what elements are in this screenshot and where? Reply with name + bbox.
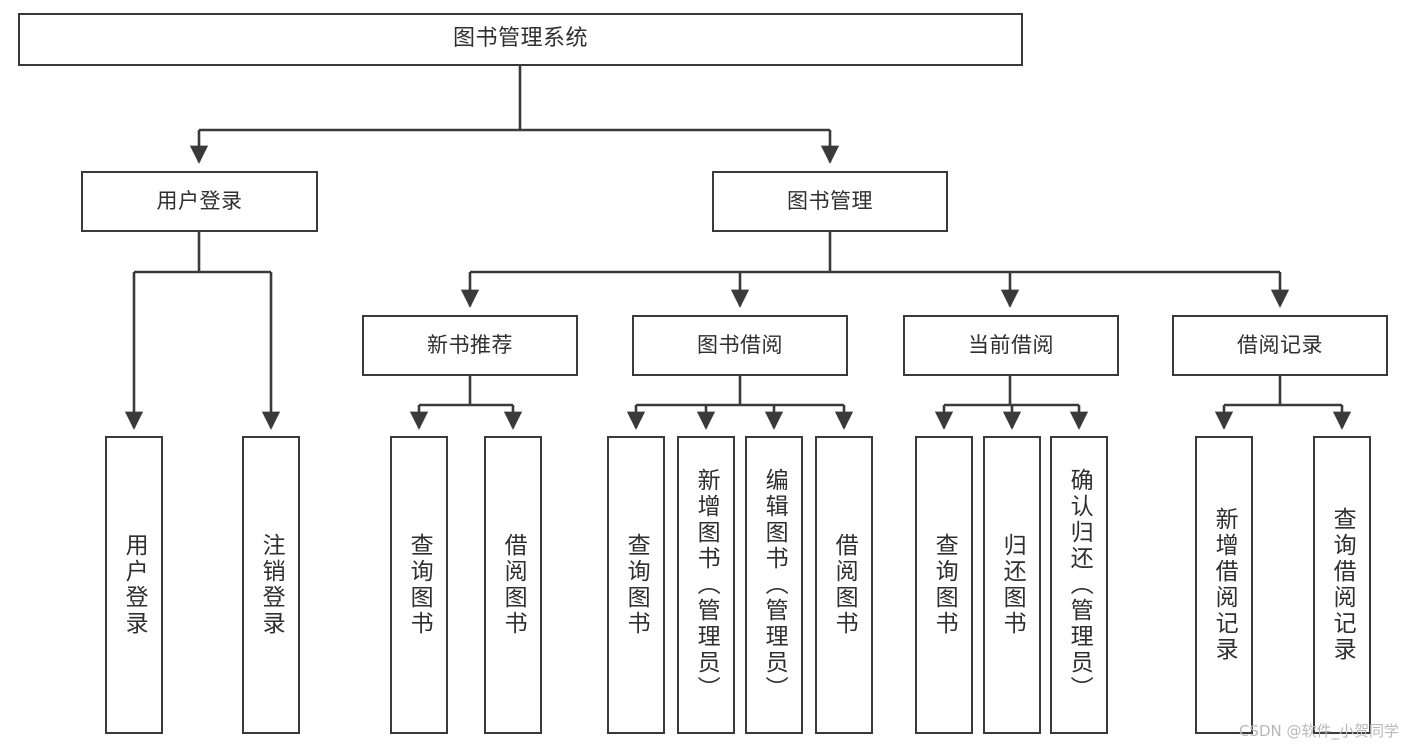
node-leaf-add-book[interactable]: 新增图书（管理员） <box>677 436 735 734</box>
node-leaf-edit-book[interactable]: 编辑图书（管理员） <box>745 436 803 734</box>
node-book-borrow-label: 图书借阅 <box>697 332 783 357</box>
node-leaf-add-record-label: 新增借阅记录 <box>1211 507 1238 663</box>
node-leaf-add-book-label: 新增图书（管理员） <box>693 468 720 702</box>
node-leaf-query-record-label: 查询借阅记录 <box>1329 507 1356 663</box>
node-user-login[interactable]: 用户登录 <box>81 171 318 232</box>
node-leaf-query-book-2[interactable]: 查询图书 <box>607 436 665 734</box>
node-leaf-borrow-book-2[interactable]: 借阅图书 <box>815 436 873 734</box>
node-root-label: 图书管理系统 <box>452 26 588 52</box>
node-leaf-query-book-3-label: 查询图书 <box>931 533 958 637</box>
node-book-borrow[interactable]: 图书借阅 <box>632 315 848 376</box>
node-leaf-borrow-book-1[interactable]: 借阅图书 <box>484 436 542 734</box>
node-current-borrow-label: 当前借阅 <box>968 332 1054 357</box>
node-leaf-borrow-book-1-label: 借阅图书 <box>500 533 527 637</box>
node-new-book-rec[interactable]: 新书推荐 <box>362 315 578 376</box>
node-leaf-user-login[interactable]: 用户登录 <box>105 436 163 734</box>
watermark-text: CSDN @软件_小贺同学 <box>1238 722 1399 740</box>
node-leaf-query-book-3[interactable]: 查询图书 <box>915 436 973 734</box>
node-borrow-record-label: 借阅记录 <box>1237 332 1323 357</box>
node-user-login-label: 用户登录 <box>156 188 243 213</box>
node-leaf-return-book-label: 归还图书 <box>999 533 1026 637</box>
node-leaf-logout-label: 注销登录 <box>258 533 285 637</box>
node-book-manage-label: 图书管理 <box>787 188 873 213</box>
node-leaf-confirm-return-label: 确认归还（管理员） <box>1066 468 1093 702</box>
node-borrow-record[interactable]: 借阅记录 <box>1172 315 1388 376</box>
node-leaf-borrow-book-2-label: 借阅图书 <box>831 533 858 637</box>
node-new-book-rec-label: 新书推荐 <box>427 332 513 357</box>
node-leaf-confirm-return[interactable]: 确认归还（管理员） <box>1050 436 1108 734</box>
node-leaf-user-login-label: 用户登录 <box>121 533 148 637</box>
node-leaf-edit-book-label: 编辑图书（管理员） <box>761 468 788 702</box>
node-leaf-query-book-2-label: 查询图书 <box>623 533 650 637</box>
node-leaf-query-record[interactable]: 查询借阅记录 <box>1313 436 1371 734</box>
node-leaf-return-book[interactable]: 归还图书 <box>983 436 1041 734</box>
node-leaf-query-book-1[interactable]: 查询图书 <box>390 436 448 734</box>
node-leaf-logout[interactable]: 注销登录 <box>242 436 300 734</box>
node-leaf-query-book-1-label: 查询图书 <box>406 533 433 637</box>
node-book-manage[interactable]: 图书管理 <box>712 171 948 232</box>
node-leaf-add-record[interactable]: 新增借阅记录 <box>1195 436 1253 734</box>
node-root[interactable]: 图书管理系统 <box>18 13 1023 66</box>
node-current-borrow[interactable]: 当前借阅 <box>903 315 1119 376</box>
